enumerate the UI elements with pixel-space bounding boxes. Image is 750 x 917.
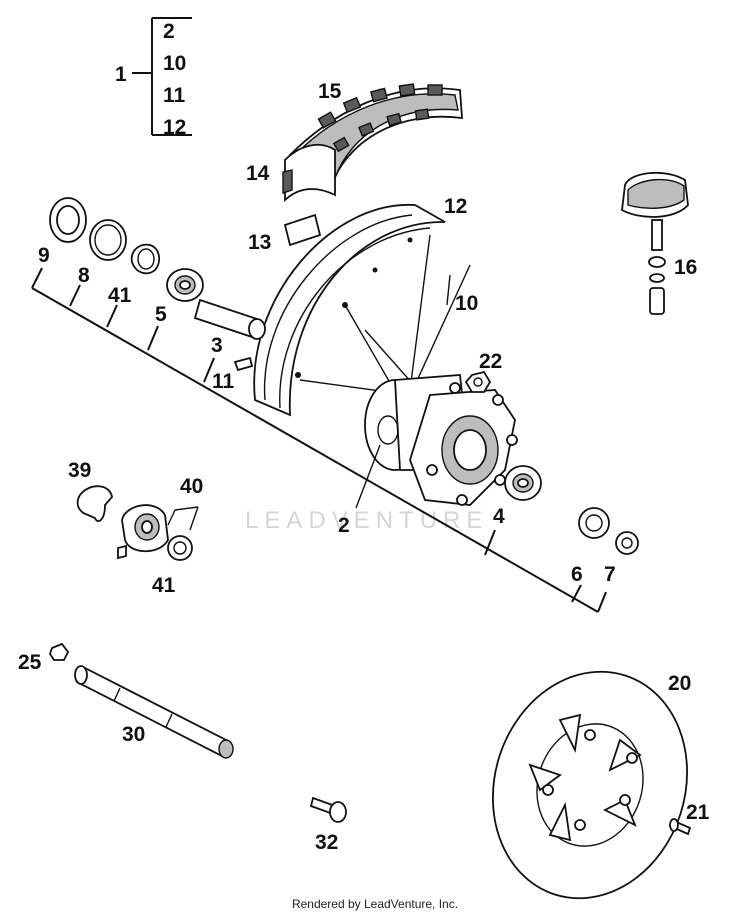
callout-8: 8	[78, 264, 90, 287]
watermark-text: LEADVENTURE	[245, 507, 488, 534]
tire-part	[282, 83, 463, 247]
spacer-3-part	[193, 298, 266, 340]
nut-22-part	[464, 370, 492, 393]
nut-25-part	[49, 642, 70, 661]
seal-9-part	[49, 197, 87, 243]
callout-30: 30	[122, 723, 145, 746]
axle-30-part	[74, 665, 234, 759]
callout-12: 12	[444, 195, 467, 218]
callout-1: 1	[115, 63, 127, 86]
ring-8-part	[89, 219, 127, 261]
callout-22: 22	[479, 350, 502, 373]
callout-1-item-2: 2	[163, 20, 175, 43]
callout-2: 2	[338, 514, 350, 537]
callout-20: 20	[668, 672, 691, 695]
assembly-bracket	[132, 17, 192, 136]
callout-11: 11	[212, 370, 235, 393]
callout-1-item-11: 11	[163, 84, 186, 107]
assembly-leader-lines	[31, 267, 607, 613]
callout-41-bottom: 41	[152, 574, 176, 597]
callout-7: 7	[604, 563, 616, 586]
bolt-21-part	[668, 818, 692, 836]
hub-part	[364, 374, 518, 506]
callout-9: 9	[38, 244, 50, 267]
brake-disc-20-part	[492, 670, 688, 900]
callout-25: 25	[18, 651, 42, 674]
callout-6: 6	[571, 563, 583, 586]
circlip-41-part	[130, 243, 161, 275]
callout-5: 5	[155, 303, 167, 326]
bearing-4-part	[504, 465, 542, 501]
valve-16-part	[621, 171, 689, 315]
callout-10: 10	[455, 292, 478, 315]
clip-39-part	[76, 485, 113, 522]
callout-3: 3	[211, 334, 223, 357]
seal-6-part	[578, 507, 610, 539]
rim-part	[253, 204, 446, 417]
callout-32: 32	[315, 831, 338, 854]
bolt-32-part	[309, 796, 347, 823]
nipple-11-part	[233, 356, 254, 372]
circlip-41b-part	[167, 535, 193, 561]
callout-21: 21	[686, 801, 710, 824]
callout-41-top: 41	[108, 284, 132, 307]
callout-14: 14	[246, 162, 270, 185]
footer-credit: Rendered by LeadVenture, Inc.	[291, 897, 459, 911]
bearing-5-part	[166, 268, 204, 302]
callout-13: 13	[248, 231, 271, 254]
speedo-drive-40-part	[117, 504, 169, 560]
callout-15: 15	[318, 80, 342, 103]
spacer-7-part	[615, 531, 639, 555]
callout-1-item-12: 12	[163, 116, 186, 139]
callout-4: 4	[493, 505, 505, 528]
callout-39: 39	[68, 459, 91, 482]
callout-1-item-10: 10	[163, 52, 186, 75]
callout-40: 40	[180, 475, 203, 498]
callout-16: 16	[674, 256, 697, 279]
